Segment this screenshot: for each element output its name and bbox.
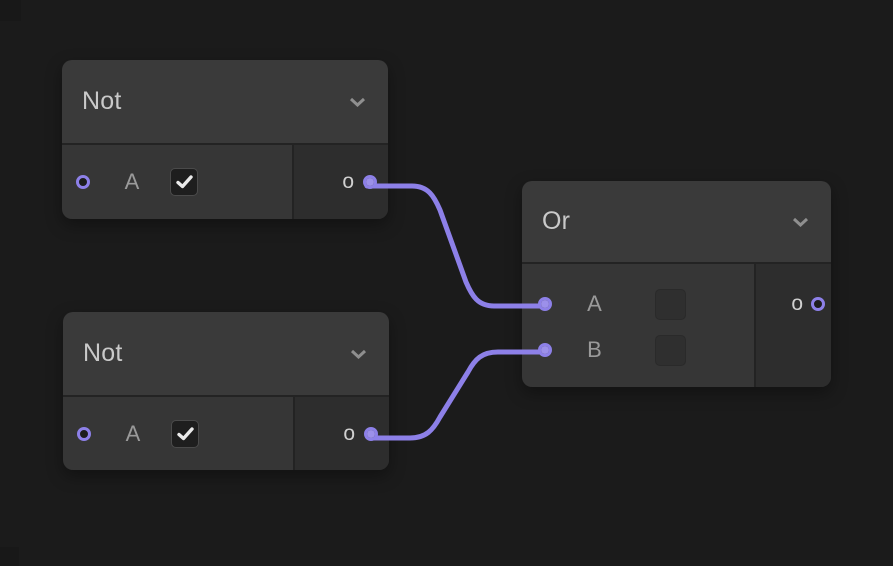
node-or[interactable]: Or A B o <box>522 181 831 387</box>
canvas-grid-square <box>0 547 19 566</box>
checkmark-icon <box>175 175 193 189</box>
chevron-down-icon[interactable] <box>350 349 367 359</box>
chevron-down-icon[interactable] <box>349 97 366 107</box>
checkbox-input-a[interactable] <box>171 419 199 448</box>
input-label: A <box>125 420 141 446</box>
output-label: o <box>342 170 354 193</box>
node-output-section: o <box>293 397 389 470</box>
wire-not2-to-or-b[interactable] <box>367 349 551 441</box>
input-port-b[interactable] <box>538 343 552 357</box>
checkmark-icon <box>176 426 194 440</box>
input-port-a[interactable] <box>77 426 91 441</box>
node-header[interactable]: Or <box>522 181 831 264</box>
node-input-section: A <box>63 397 293 470</box>
wire-not1-to-or-a[interactable] <box>364 183 551 309</box>
node-input-section: A <box>62 145 292 219</box>
node-output-section: o <box>292 145 388 219</box>
checkbox-input-a[interactable] <box>170 168 198 196</box>
node-header[interactable]: Not <box>62 60 388 145</box>
output-port-o[interactable] <box>811 297 825 311</box>
node-output-section: o <box>754 264 831 387</box>
output-label: o <box>343 421 355 445</box>
input-port-a[interactable] <box>538 297 552 311</box>
chevron-down-icon[interactable] <box>792 217 809 227</box>
node-title: Not <box>83 339 123 367</box>
node-not-2[interactable]: Not A o <box>63 312 389 470</box>
node-input-section: A B <box>522 264 754 387</box>
input-label: A <box>587 291 602 316</box>
node-title: Not <box>82 87 122 115</box>
node-title: Or <box>542 207 571 235</box>
canvas-grid-square <box>0 0 21 21</box>
node-header[interactable]: Not <box>63 312 389 397</box>
node-not-1[interactable]: Not A o <box>62 60 388 219</box>
input-port-a[interactable] <box>76 175 90 189</box>
output-label: o <box>791 292 803 315</box>
input-label: B <box>587 337 602 362</box>
output-port-o[interactable] <box>363 175 377 189</box>
input-label: A <box>124 169 140 194</box>
value-box-input-a <box>655 288 686 320</box>
output-port-o[interactable] <box>364 426 378 441</box>
value-box-input-b <box>655 334 686 366</box>
